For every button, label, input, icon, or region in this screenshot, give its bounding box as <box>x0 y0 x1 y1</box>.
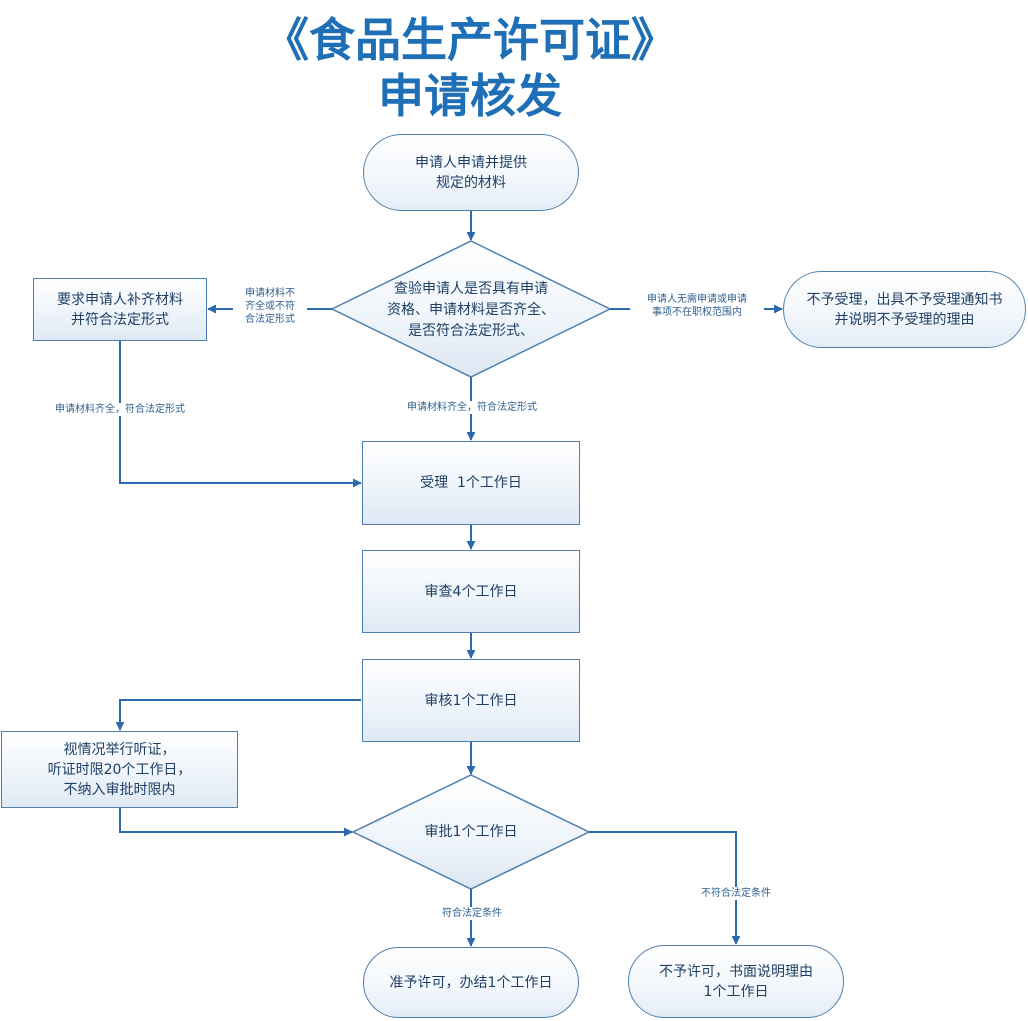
check-decision-text: 查验申请人是否具有申请 资格、申请材料是否齐全、 是否符合法定形式、 <box>352 274 590 346</box>
check-line-2: 资格、申请材料是否齐全、 <box>387 301 555 318</box>
audit-label: 审核1个工作日 <box>424 692 518 709</box>
hearing-line-2: 听证时限20个工作日， <box>47 761 192 778</box>
grant-label: 准予许可，办结1个工作日 <box>389 974 553 991</box>
edge-label-complete-left: 申请材料齐全，符合法定形式 <box>38 403 202 416</box>
start-line-2: 规定的材料 <box>436 174 506 191</box>
audit-node: 审核1个工作日 <box>362 659 580 742</box>
review-label: 审查4个工作日 <box>424 583 518 600</box>
hearing-node: 视情况举行听证， 听证时限20个工作日， 不纳入审批时限内 <box>1 731 238 808</box>
incomplete-line-3: 合法定形式 <box>245 314 295 325</box>
qualified-text: 符合法定条件 <box>442 908 502 919</box>
hearing-line-1: 视情况举行听证， <box>63 741 176 758</box>
edge-label-complete-center: 申请材料齐全，符合法定形式 <box>390 401 554 414</box>
not-applicable-line-2: 事项不在职权范围内 <box>652 307 742 318</box>
incomplete-line-1: 申请材料不 <box>245 288 295 299</box>
start-line-1: 申请人申请并提供 <box>415 154 527 171</box>
check-line-1: 查验申请人是否具有申请 <box>394 280 548 297</box>
arrow-hearing-to-approve <box>119 808 353 837</box>
check-line-3: 是否符合法定形式、 <box>408 322 534 339</box>
not-qualified-text: 不符合法定条件 <box>701 888 771 899</box>
not-applicable-line-1: 申请人无需申请或申请 <box>647 294 747 305</box>
deny-line-1: 不予许可，书面说明理由 <box>659 963 813 980</box>
approve-label: 审批1个工作日 <box>424 824 518 840</box>
edge-label-incomplete: 申请材料不 齐全或不符 合法定形式 <box>233 287 307 326</box>
approve-decision-text: 审批1个工作日 <box>391 820 551 844</box>
edge-label-not-applicable: 申请人无需申请或申请 事项不在职权范围内 <box>630 293 764 319</box>
complete-center-text: 申请材料齐全，符合法定形式 <box>407 402 537 413</box>
title-line-2: 申请核发 <box>378 69 562 123</box>
grant-node: 准予许可，办结1个工作日 <box>363 947 579 1018</box>
deny-node: 不予许可，书面说明理由 1个工作日 <box>628 945 844 1018</box>
hearing-line-3: 不纳入审批时限内 <box>63 781 176 798</box>
deny-line-2: 1个工作日 <box>703 983 769 1000</box>
accept-label: 受理 1个工作日 <box>420 475 522 491</box>
reject-line-1: 不予受理，出具不予受理通知书 <box>806 291 1003 308</box>
complete-left-text: 申请材料齐全，符合法定形式 <box>55 404 185 415</box>
arrow-supplement-to-accept <box>119 341 362 488</box>
arrow-approve-to-deny <box>589 831 741 945</box>
edge-label-not-qualified: 不符合法定条件 <box>690 887 782 900</box>
supplement-node: 要求申请人补齐材料 并符合法定形式 <box>33 278 207 341</box>
review-node: 审查4个工作日 <box>362 550 580 633</box>
incomplete-line-2: 齐全或不符 <box>245 301 295 312</box>
supplement-line-1: 要求申请人补齐材料 <box>57 291 183 308</box>
title-line-1: 《食品生产许可证》 <box>263 13 677 67</box>
accept-node: 受理 1个工作日 <box>362 441 580 525</box>
edge-label-qualified: 符合法定条件 <box>432 907 512 920</box>
start-node: 申请人申请并提供 规定的材料 <box>363 134 579 211</box>
supplement-line-2: 并符合法定形式 <box>71 311 169 328</box>
arrow-audit-to-hearing <box>115 699 361 731</box>
reject-accept-node: 不予受理，出具不予受理通知书 并说明不予受理的理由 <box>783 271 1026 348</box>
reject-line-2: 并说明不予受理的理由 <box>834 311 975 328</box>
